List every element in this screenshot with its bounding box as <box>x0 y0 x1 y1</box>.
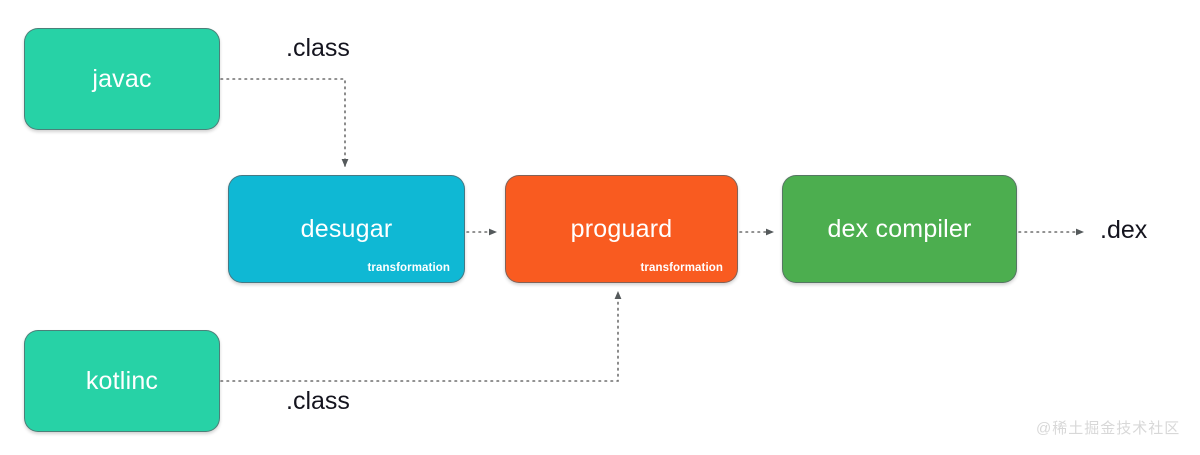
node-desugar-label: desugar <box>300 214 393 243</box>
node-dex-compiler-label: dex compiler <box>827 214 972 243</box>
edge-label-class-top: .class <box>286 34 350 62</box>
node-desugar-sublabel: transformation <box>367 261 450 274</box>
watermark: @稀土掘金技术社区 <box>1036 420 1181 437</box>
edge-kotlinc-to-proguard <box>220 290 622 382</box>
node-kotlinc-label: kotlinc <box>85 366 159 395</box>
node-javac[interactable]: javac <box>24 28 220 130</box>
node-proguard[interactable]: proguard transformation <box>505 175 738 283</box>
node-desugar[interactable]: desugar transformation <box>228 175 465 283</box>
artifact-label-dex: .dex <box>1100 216 1148 244</box>
node-proguard-label: proguard <box>570 214 673 243</box>
edge-label-class-bottom: .class <box>286 387 350 415</box>
node-proguard-sublabel: transformation <box>640 261 723 274</box>
node-kotlinc[interactable]: kotlinc <box>24 330 220 432</box>
node-javac-label: javac <box>92 64 152 93</box>
node-dex-compiler[interactable]: dex compiler <box>782 175 1017 283</box>
edge-javac-to-desugar <box>220 78 349 168</box>
